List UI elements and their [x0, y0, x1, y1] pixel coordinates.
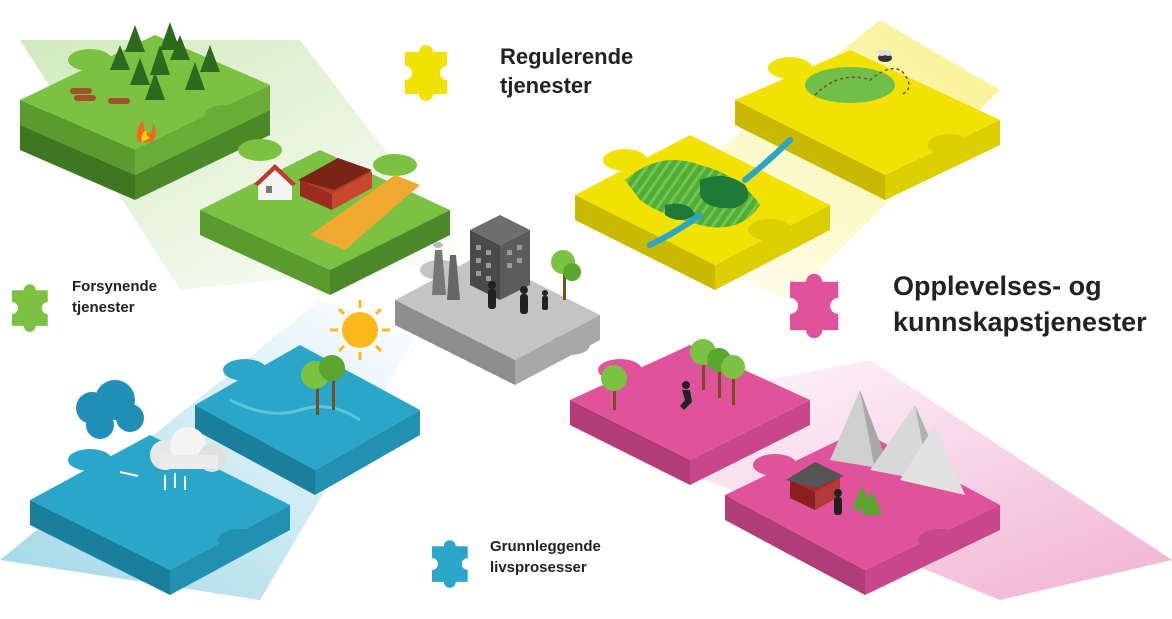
wheat-field	[310, 175, 420, 250]
person-icon	[488, 281, 548, 314]
regulating-label: Regulerende tjenester	[500, 42, 633, 100]
provisioning-label-line1: Forsynende	[72, 278, 158, 295]
logs-icon	[70, 88, 130, 104]
barn-icon	[298, 158, 372, 210]
regulating-label-line2: tjenester	[500, 73, 592, 98]
provisioning-puzzle	[20, 22, 450, 295]
puzzle-piece-icon	[405, 45, 447, 101]
provisioning-label: Forsynende tjenester	[72, 276, 157, 318]
building-icon	[470, 215, 530, 300]
core-puzzle	[395, 215, 600, 385]
cloud-icon	[150, 427, 226, 472]
puzzle-piece-icon	[432, 540, 468, 588]
regulating-label-line1: Regulerende	[500, 44, 634, 69]
campfire-icon	[136, 120, 156, 142]
tree-icon	[601, 339, 745, 410]
person-icon	[680, 381, 692, 410]
cloud-icon	[76, 380, 144, 439]
tree-icon	[551, 250, 581, 300]
bee-icon	[878, 50, 892, 62]
house-icon	[254, 164, 296, 200]
cultural-puzzle	[570, 339, 1000, 595]
puzzle-piece-icon	[12, 284, 48, 332]
factory-icon	[432, 242, 460, 300]
river-icon	[229, 398, 361, 422]
lake-icon	[665, 176, 749, 220]
puzzle-piece-icon	[790, 273, 839, 339]
cultural-label: Opplevelses- og kunnskapstjenester	[893, 268, 1147, 340]
tree-icon	[110, 22, 220, 100]
regulating-puzzle	[575, 50, 1000, 290]
supporting-label-line1: Grunnleggende	[490, 538, 601, 555]
cabin-icon	[786, 462, 844, 510]
cultural-label-line1: Opplevelses- og	[893, 271, 1102, 301]
provisioning-label-line2: tjenester	[72, 299, 135, 316]
meadow-patch	[805, 67, 895, 103]
cultural-label-line2: kunnskapstjenester	[893, 307, 1147, 337]
arrow-icon	[119, 471, 186, 490]
supporting-label: Grunnleggende livsprosesser	[490, 536, 601, 578]
river-icon	[647, 137, 793, 248]
supporting-label-line2: livsprosesser	[490, 559, 587, 576]
supporting-puzzle	[30, 300, 420, 595]
tree-icon	[301, 355, 345, 415]
sun-icon	[330, 300, 390, 360]
mountain-icon	[830, 390, 965, 495]
tree-icon	[852, 485, 882, 515]
person-icon	[834, 489, 842, 515]
